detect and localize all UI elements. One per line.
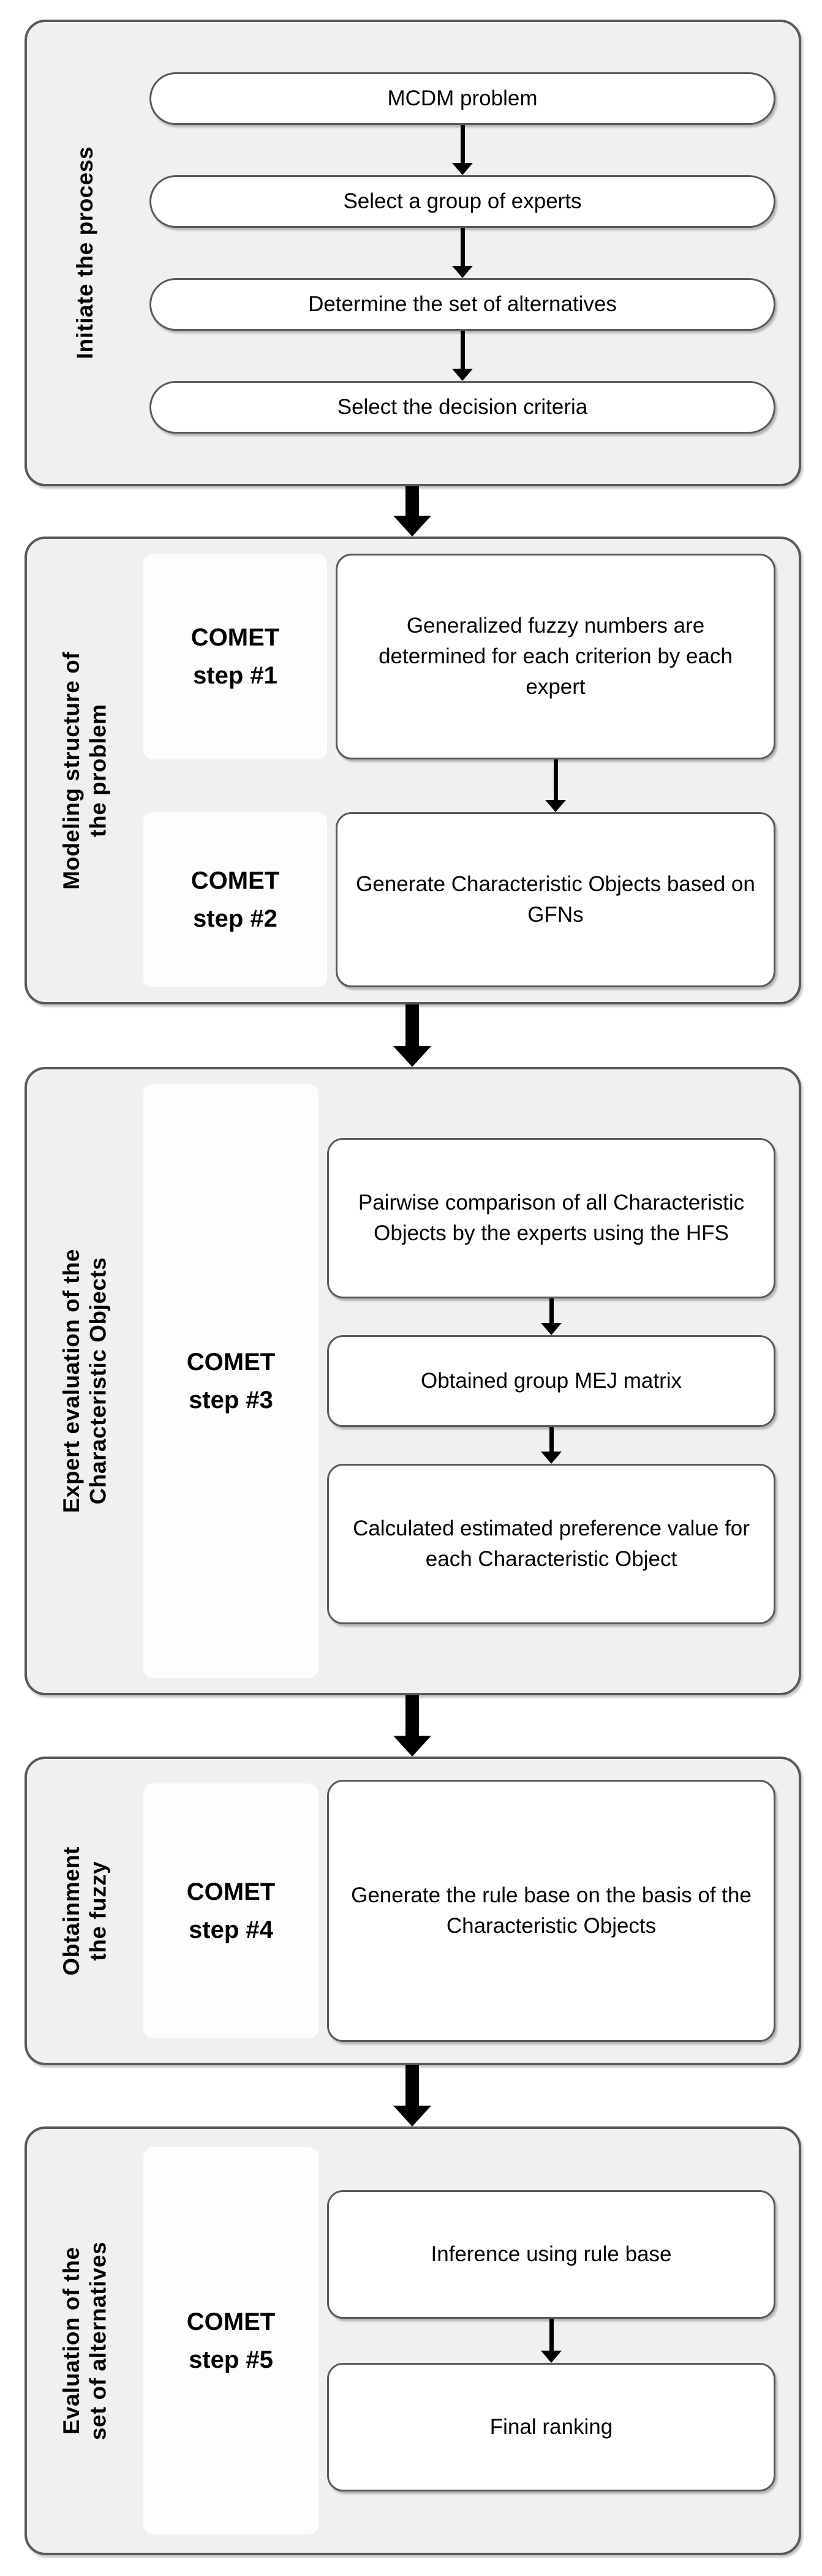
arrow-down-icon [452, 228, 473, 278]
stage-label-text: Obtainment the fuzzy [59, 1846, 111, 1976]
stage-expert-evaluation-of-the-characteristic-objects: Expert evaluation of the Characteristic … [25, 1067, 801, 1695]
stage-connector-arrow-icon-4 [393, 2065, 431, 2126]
stage-label-initiate-the-process: Initiate the process [27, 22, 143, 484]
process-box-generate-the-rule-base[interactable]: Generate the rule base on the basis of t… [327, 1780, 775, 2042]
comet-step-number: step #3 [189, 1387, 273, 1414]
arrow-down-icon [452, 125, 473, 175]
step-card-wrapper-3: COMET step #3 [143, 1069, 327, 1693]
step-card-wrapper-2: COMET step #2 [143, 812, 327, 987]
comet-step-label: COMET [186, 2308, 276, 2335]
step-card-wrapper-5: COMET step #5 [143, 2129, 327, 2553]
stage-modeling-structure-of-the-problem: Modeling structure of the problem COMET … [25, 537, 801, 1004]
stage-initiate-the-process: Initiate the process MCDM problem Select… [25, 20, 801, 486]
comet-step-1-card[interactable]: COMET step #1 [143, 554, 327, 759]
stage-connector-arrow-icon-1 [393, 486, 431, 537]
stage-label-obtainment-the-fuzzy: Obtainment the fuzzy [27, 1759, 143, 2063]
stage-label-modeling-structure: Modeling structure of the problem [27, 539, 143, 1002]
step-row-2: COMET step #2 Generate Characteristic Ob… [143, 812, 775, 987]
stage-connector-arrow-icon-3 [393, 1695, 431, 1757]
process-box-final-ranking[interactable]: Final ranking [327, 2363, 775, 2491]
arrow-down-icon [541, 1298, 562, 1335]
comet-step-number: step #5 [189, 2346, 273, 2373]
process-box-obtained-group-mej-matrix[interactable]: Obtained group MEJ matrix [327, 1335, 775, 1427]
arrow-down-icon [541, 1427, 562, 1464]
stage-evaluation-of-the-set-of-alternatives: Evaluation of the set of alternatives CO… [25, 2126, 801, 2555]
comet-step-number: step #1 [193, 661, 277, 689]
stage-label-text: Expert evaluation of the Characteristic … [59, 1249, 111, 1513]
comet-step-2-card[interactable]: COMET step #2 [143, 812, 327, 987]
comet-step-label: COMET [190, 623, 280, 651]
step-row-1: COMET step #1 Generalized fuzzy numbers … [143, 554, 775, 759]
stage-label-text: Initiate the process [72, 146, 98, 360]
step-card-wrapper-4: COMET step #4 [143, 1759, 327, 2063]
comet-step-4-card[interactable]: COMET step #4 [143, 1783, 319, 2038]
process-box-generate-characteristic-objects[interactable]: Generate Characteristic Objects based on… [336, 812, 775, 987]
arrow-down-icon [541, 2319, 562, 2363]
comet-step-label: COMET [186, 1349, 276, 1376]
stage-content-initiate: MCDM problem Select a group of experts D… [143, 22, 799, 484]
process-box-wrapper-2: Generate Characteristic Objects based on… [336, 812, 775, 987]
stage-content-evaluation: Inference using rule base Final ranking [327, 2129, 799, 2553]
stage-obtainment-the-fuzzy: Obtainment the fuzzy COMET step #4 Gener… [25, 1757, 801, 2065]
process-box-calculated-estimated-preference-value[interactable]: Calculated estimated preference value fo… [327, 1464, 775, 1624]
process-box-generalized-fuzzy-numbers[interactable]: Generalized fuzzy numbers are determined… [336, 554, 775, 759]
comet-step-label: COMET [186, 1878, 276, 1905]
step-card-wrapper-1: COMET step #1 [143, 554, 327, 759]
comet-step-label: COMET [190, 867, 280, 894]
process-box-select-a-group-of-experts[interactable]: Select a group of experts [149, 175, 775, 228]
stage-content-obtainment: Generate the rule base on the basis of t… [327, 1759, 799, 2063]
arrow-down-icon [452, 331, 473, 381]
stage-label-evaluation-of-alternatives: Evaluation of the set of alternatives [27, 2129, 143, 2553]
stage-content-modeling: COMET step #1 Generalized fuzzy numbers … [143, 539, 799, 1002]
process-box-mcdm-problem[interactable]: MCDM problem [149, 72, 775, 125]
comet-step-number: step #4 [189, 1916, 273, 1943]
stage-label-text: Modeling structure of the problem [59, 651, 111, 890]
arrow-down-icon [545, 759, 566, 812]
comet-step-5-card[interactable]: COMET step #5 [143, 2147, 319, 2534]
stage-content-expert-evaluation: Pairwise comparison of all Characteristi… [327, 1069, 799, 1693]
step-gap-1 [143, 759, 775, 812]
process-box-inference-using-rule-base[interactable]: Inference using rule base [327, 2190, 775, 2319]
stage-connector-arrow-icon-2 [393, 1004, 431, 1067]
comet-step-3-card[interactable]: COMET step #3 [143, 1084, 319, 1678]
process-box-pairwise-comparison[interactable]: Pairwise comparison of all Characteristi… [327, 1138, 775, 1298]
process-box-wrapper-1: Generalized fuzzy numbers are determined… [336, 554, 775, 759]
stage-label-expert-evaluation: Expert evaluation of the Characteristic … [27, 1069, 143, 1693]
process-box-determine-the-set-of-alternatives[interactable]: Determine the set of alternatives [149, 278, 775, 331]
process-box-select-the-decision-criteria[interactable]: Select the decision criteria [149, 381, 775, 434]
stage-label-text: Evaluation of the set of alternatives [59, 2241, 111, 2441]
comet-step-number: step #2 [193, 905, 277, 932]
